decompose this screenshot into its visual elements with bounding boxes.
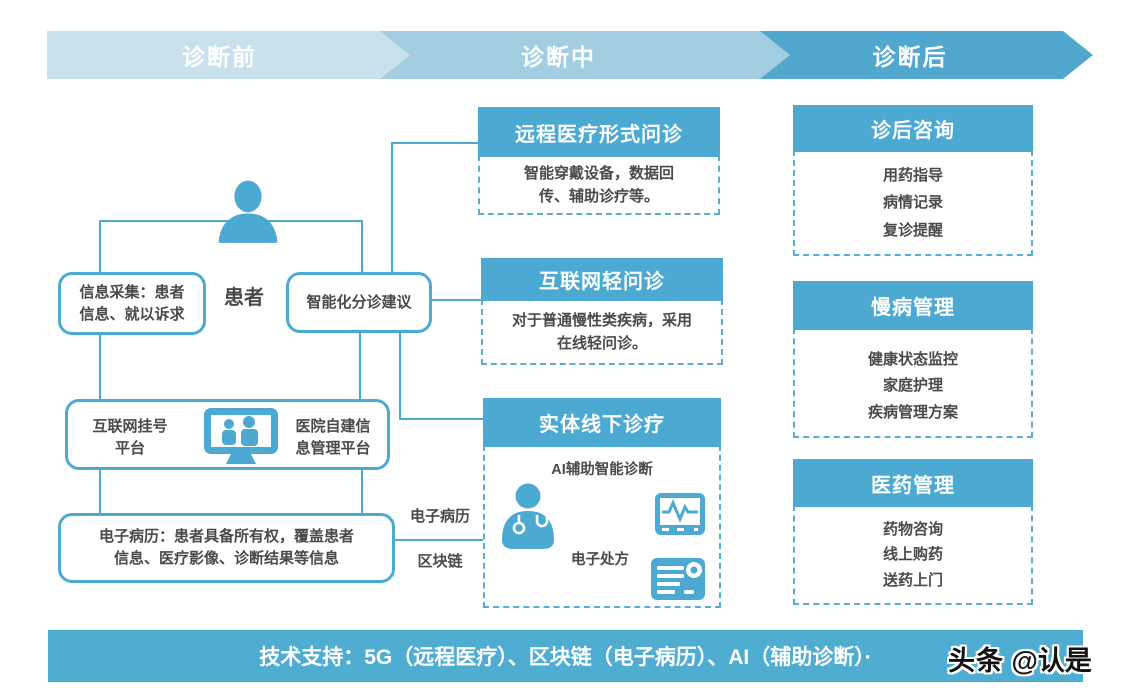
- connector-line: [399, 331, 401, 420]
- emr-text: 电子病历：患者具备所有权，覆盖患者信息、医疗影像、诊断结果等信息: [98, 528, 354, 567]
- card-light-consult-body: 对于普通慢性类疾病，采用在线轻问诊。: [481, 299, 723, 365]
- emr-box: 电子病历：患者具备所有权，覆盖患者信息、医疗影像、诊断结果等信息: [58, 513, 395, 583]
- card-offline-care-header: 实体线下诊疗: [483, 398, 721, 447]
- card-telemedicine-header: 远程医疗形式问诊: [478, 107, 720, 157]
- watermark-handle: @认是: [1011, 646, 1092, 676]
- list-item: 送药上门: [882, 572, 943, 590]
- card-light-consult-text: 对于普通慢性类疾病，采用在线轻问诊。: [512, 311, 693, 352]
- card-post-consult-header: 诊后咨询: [793, 105, 1033, 152]
- card-light-consult-header: 互联网轻问诊: [481, 258, 723, 301]
- tech-support-text: 技术支持：5G（远程医疗）、区块链（电子病历）、AI（辅助诊断）·: [259, 646, 872, 669]
- connector-line: [99, 468, 101, 516]
- watermark: 头条 @认是: [948, 639, 1092, 678]
- card-post-consult-title: 诊后咨询: [871, 120, 955, 142]
- patient-icon: [214, 178, 282, 258]
- connector-line: [99, 333, 101, 401]
- connector-line: [99, 220, 101, 274]
- list-item: 健康状态监控: [867, 350, 958, 368]
- list-item: 用药指导: [882, 167, 943, 185]
- card-chronic-mgmt-body: 健康状态监控 家庭护理 疾病管理方案: [793, 328, 1033, 438]
- stage-label: 诊断后: [872, 44, 948, 70]
- tech-support-bar: 技术支持：5G（远程医疗）、区块链（电子病历）、AI（辅助诊断）·: [48, 630, 1083, 682]
- connector-line: [393, 539, 485, 541]
- connector-line: [391, 142, 393, 274]
- list-item: 疾病管理方案: [867, 404, 958, 422]
- card-pharmacy-mgmt-title: 医药管理: [871, 474, 955, 497]
- info-collection-box: 信息采集：患者信息、就以诉求: [58, 272, 206, 335]
- list-item: 家庭护理: [882, 377, 943, 395]
- ai-diagnosis-label: AI辅助智能诊断: [551, 462, 653, 478]
- platform-box: 互联网挂号平台 医院自建信息管理平台: [65, 399, 390, 470]
- stage-label: 诊断中: [521, 44, 596, 70]
- card-pharmacy-mgmt-body: 药物咨询 线上购药 送药上门: [793, 505, 1033, 605]
- smart-triage-text: 智能化分诊建议: [306, 293, 412, 311]
- hospital-info-platform-text: 医院自建信息管理平台: [295, 418, 371, 457]
- prescription-icon: [650, 557, 706, 601]
- doctor-icon: [497, 482, 559, 552]
- card-offline-care-title: 实体线下诊疗: [539, 414, 665, 436]
- card-telemedicine-title: 远程医疗形式问诊: [515, 123, 683, 146]
- watermark-brand: 头条: [948, 646, 1004, 676]
- emr-link-label: 电子病历: [409, 508, 470, 525]
- card-chronic-mgmt-header: 慢病管理: [793, 281, 1033, 330]
- card-telemedicine-text: 智能穿戴设备，数据回传、辅助诊疗等。: [523, 164, 674, 205]
- list-item: 药物咨询: [882, 520, 943, 538]
- card-light-consult-title: 互联网轻问诊: [539, 271, 665, 293]
- list-item: 线上购药: [882, 546, 943, 564]
- online-registration-platform-text: 互联网挂号平台: [92, 418, 168, 457]
- card-pharmacy-mgmt-header: 医药管理: [793, 459, 1033, 507]
- list-item: 复诊提醒: [882, 221, 943, 239]
- stage-banner-pre-diagnosis: 诊断前: [47, 31, 410, 79]
- list-item: 病情记录: [882, 194, 943, 212]
- connector-line: [359, 331, 361, 401]
- card-post-consult-body: 用药指导 病情记录 复诊提醒: [793, 150, 1033, 256]
- stage-label: 诊断前: [182, 44, 257, 70]
- patient-label: 患者: [224, 287, 264, 309]
- info-collection-text: 信息采集：患者信息、就以诉求: [79, 283, 185, 323]
- connector-line: [430, 299, 483, 301]
- smart-triage-box: 智能化分诊建议: [286, 272, 432, 333]
- blockchain-link-label: 区块链: [417, 553, 463, 570]
- connector-line: [391, 142, 480, 144]
- connector-line: [361, 468, 363, 516]
- connector-line: [399, 418, 485, 420]
- card-chronic-mgmt-title: 慢病管理: [871, 297, 955, 319]
- ecg-monitor-icon: [654, 492, 706, 540]
- stage-banner-in-diagnosis: 诊断中: [345, 31, 790, 79]
- e-prescription-label: 电子处方: [571, 552, 629, 568]
- monitor-users-icon: [201, 406, 281, 466]
- connector-line: [361, 220, 363, 274]
- stage-banner-post-diagnosis: 诊断后: [745, 31, 1093, 79]
- card-telemedicine-body: 智能穿戴设备，数据回传、辅助诊疗等。: [478, 155, 720, 215]
